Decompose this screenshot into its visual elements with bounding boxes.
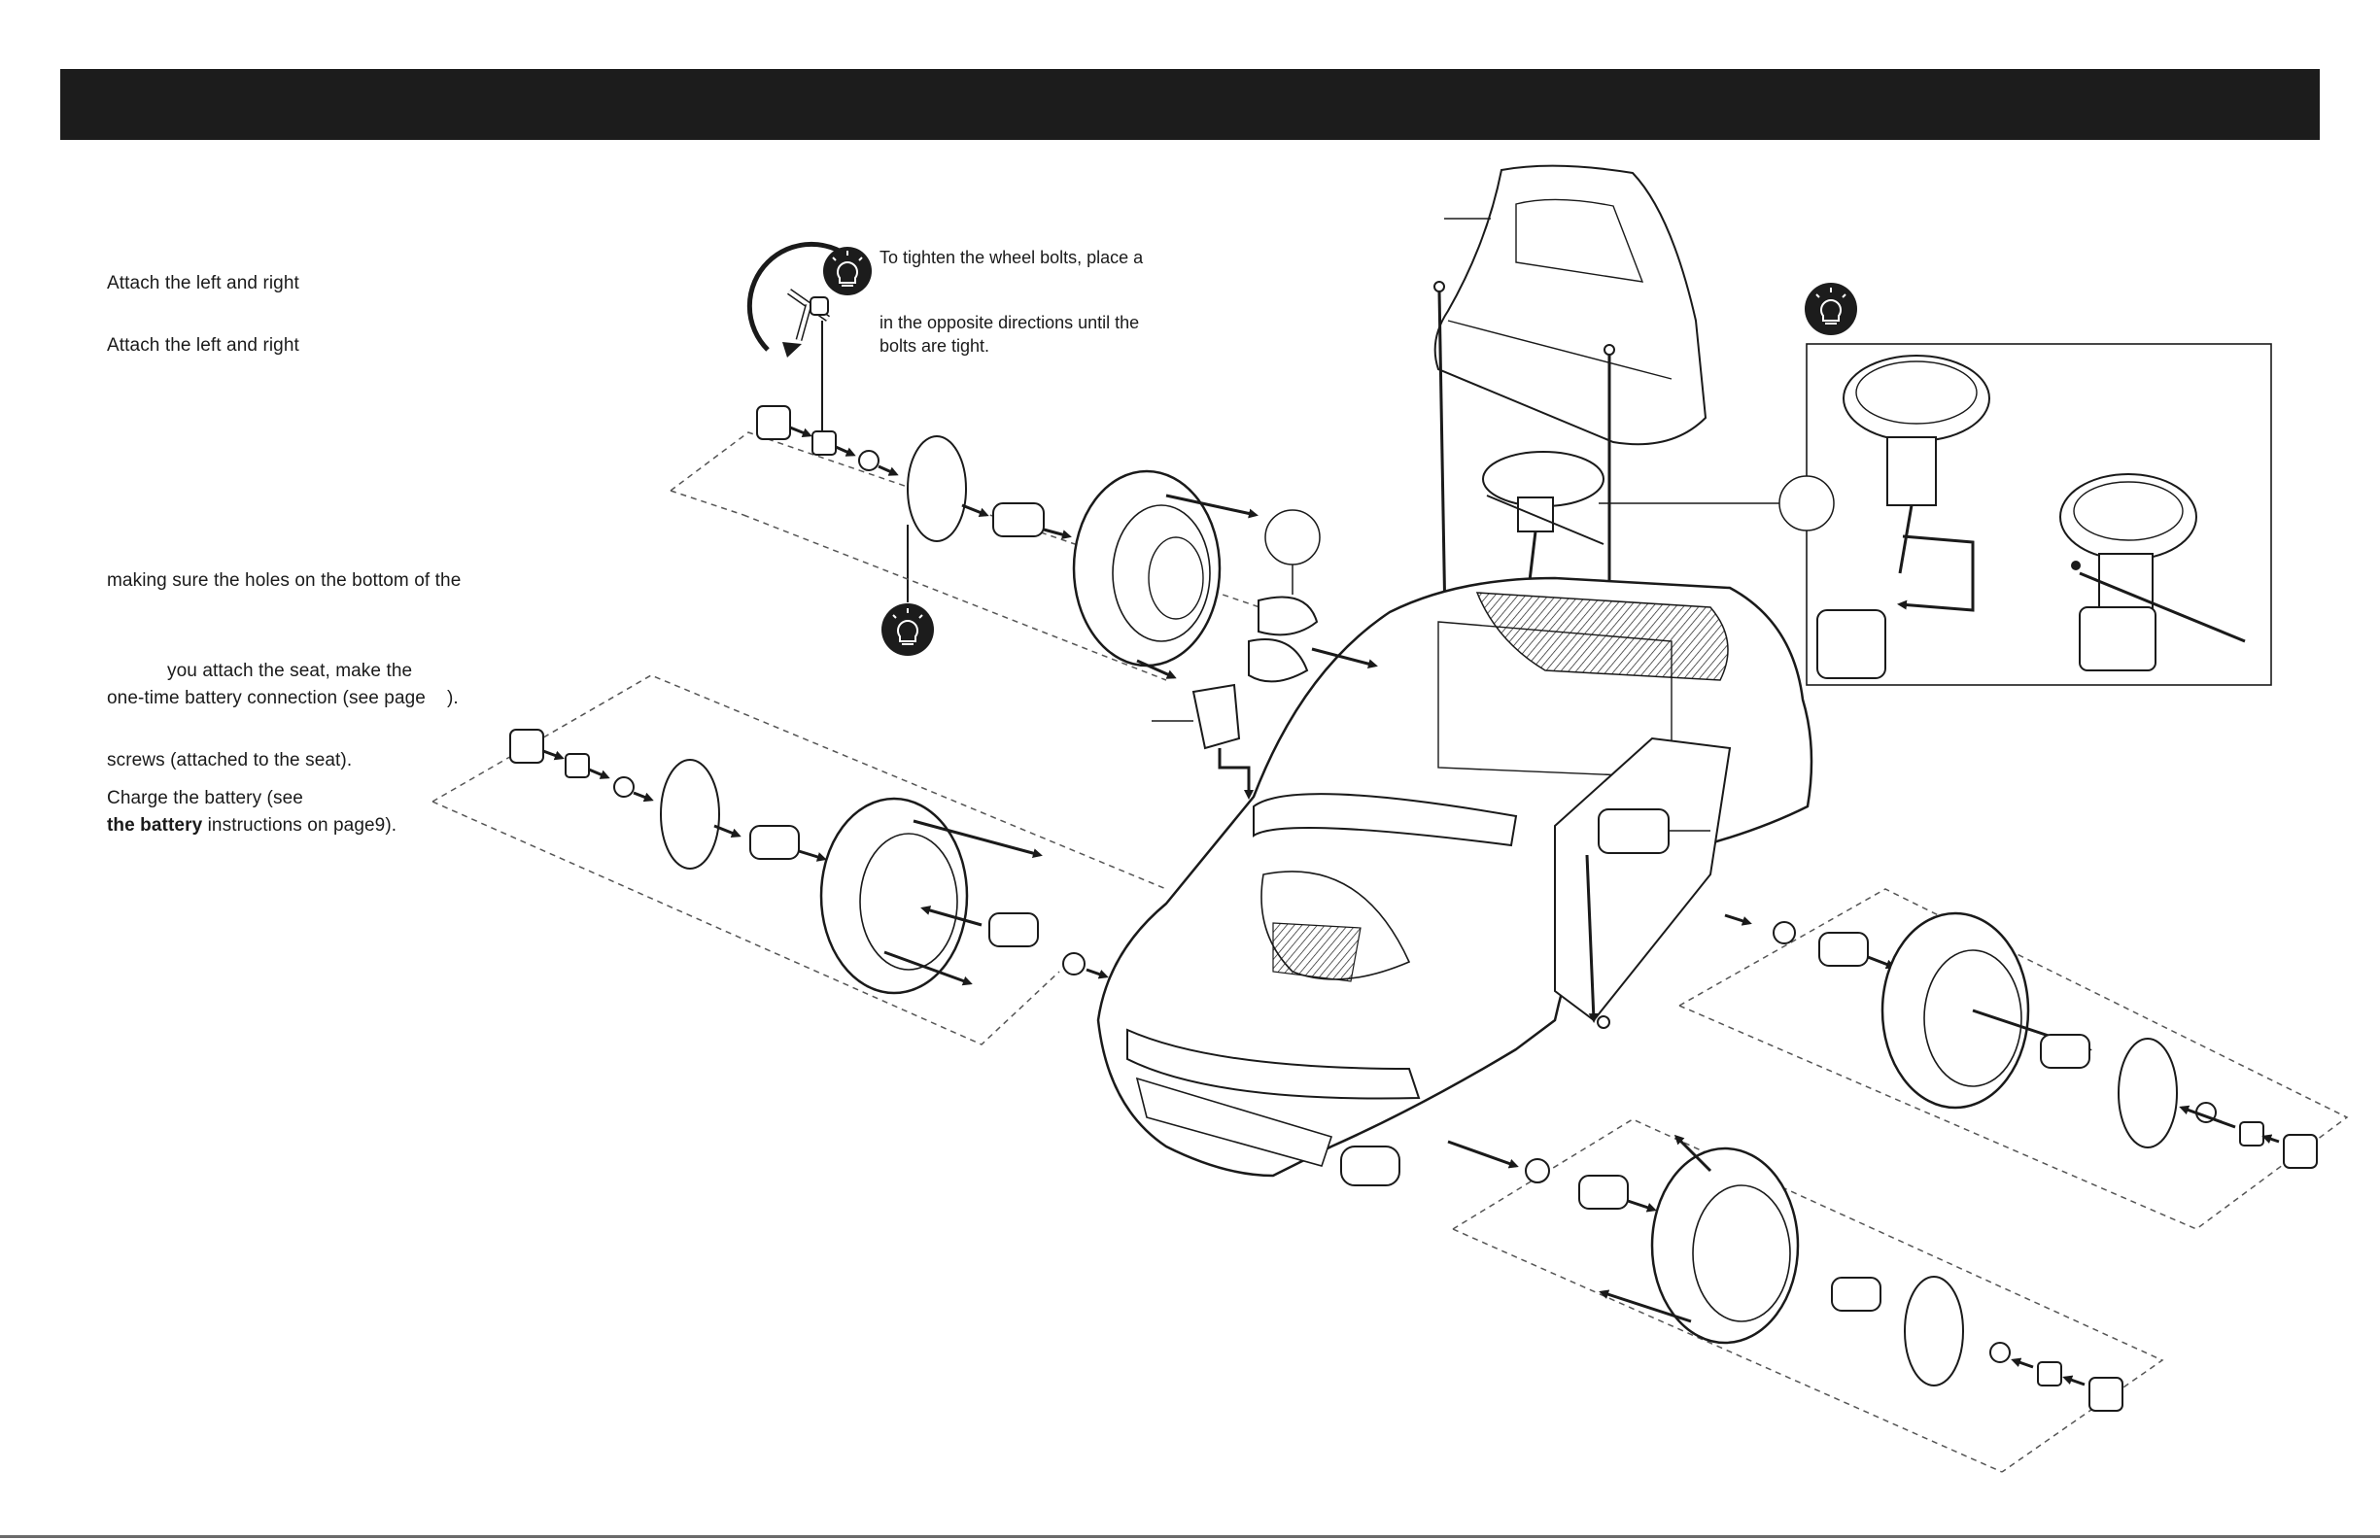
instruction-line-4: you attach the seat, make the: [167, 661, 413, 681]
tip-line-2: in the opposite directions until the: [880, 313, 1140, 332]
instruction-page-number: 9: [374, 815, 386, 836]
t-wrench-icon: [786, 289, 831, 341]
instruction-line-8-bold: the battery: [107, 815, 203, 836]
wheel-assembly-lower-left: [431, 674, 1167, 1045]
header-bar: [60, 69, 2320, 140]
bottom-rule: [0, 1535, 2380, 1538]
steering-wheel: [1482, 451, 1604, 780]
instruction-line-1: Attach the left and right: [107, 273, 299, 293]
instruction-line-6: screws (attached to the seat).: [107, 750, 353, 770]
instruction-line-3: making sure the holes on the bottom of t…: [107, 570, 462, 591]
instruction-line-7: Charge the battery (see: [107, 788, 303, 808]
wheel-assembly-lower-right: [1447, 1118, 2164, 1473]
lightbulb-icon: [823, 247, 872, 295]
rotation-arrow: [746, 241, 857, 352]
tip-line-1: To tighten the wheel bolts, place a: [880, 248, 1144, 267]
wheel-assembly-upper-right: [1678, 888, 2349, 1230]
steering-detail-box: [1599, 343, 2272, 686]
lightbulb-icon: [1805, 283, 1857, 335]
instruction-line-5-end: ).: [446, 688, 459, 708]
instruction-line-5: one-time battery connection (see page).: [107, 687, 459, 710]
callout-circle: [1264, 509, 1321, 565]
lightbulb-icon: [881, 525, 934, 656]
side-mirror: [1598, 808, 1670, 854]
callout-circle: [1778, 475, 1835, 531]
left-mirror: [1152, 683, 1254, 800]
seat: [1433, 164, 1707, 446]
wheel-assembly-upper-left: [670, 405, 1378, 683]
instruction-line-2: Attach the left and right: [107, 335, 299, 356]
instruction-line-5-text: one-time battery connection (see page: [107, 688, 426, 708]
car-body: [1096, 576, 1813, 1186]
instruction-line-8-end: ).: [385, 815, 397, 836]
tip-line-3: bolts are tight.: [880, 336, 990, 356]
instruction-line-8: the battery instructions on page9).: [107, 814, 397, 838]
wrench-tip-group: [746, 241, 872, 439]
instruction-line-8-rest: instructions on page: [202, 815, 375, 836]
